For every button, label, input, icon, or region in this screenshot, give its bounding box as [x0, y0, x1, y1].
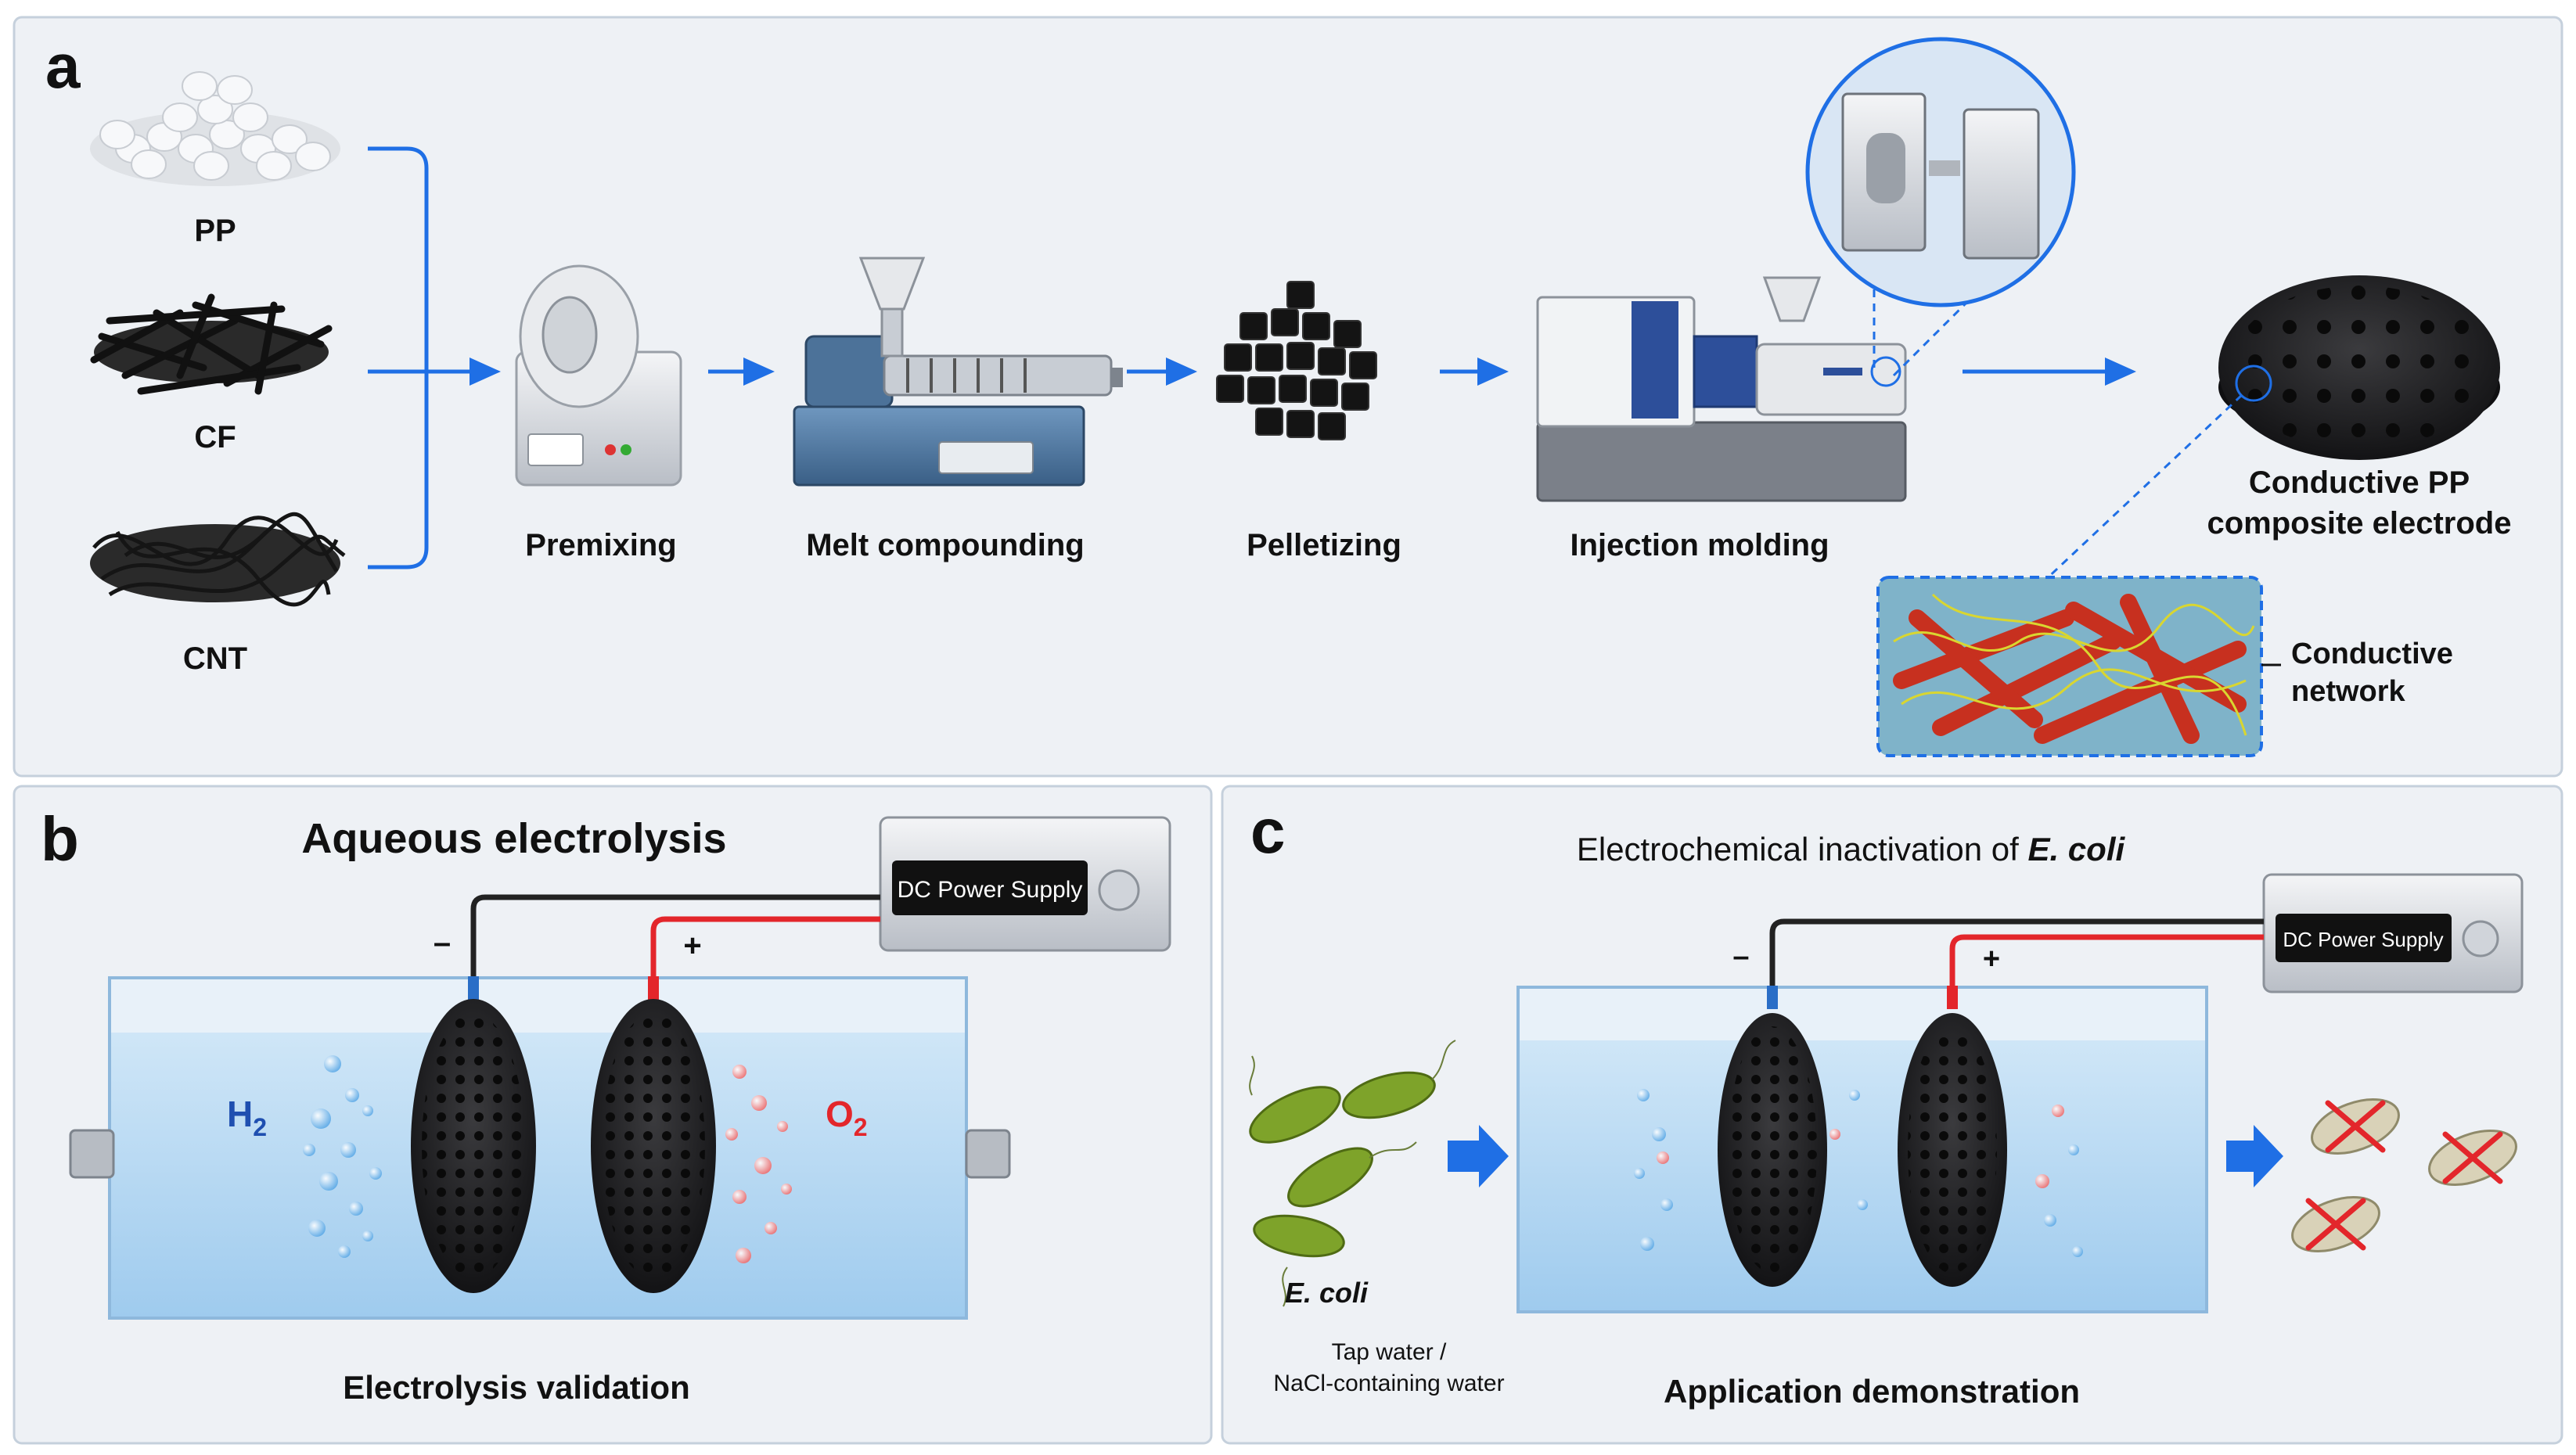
- anode-bubbles-c: [1657, 1105, 2064, 1188]
- panel-c-title: Electrochemical inactivation of E. coli: [1577, 831, 2126, 868]
- input-label-pp: PP: [194, 214, 236, 248]
- product-label-line2: composite electrode: [2207, 506, 2511, 541]
- panel-c-letter: c: [1250, 796, 1286, 866]
- black-pellets-image: [1216, 281, 1377, 440]
- cathode-bubbles-c: [1634, 1089, 1673, 1251]
- power-supply-label-c: DC Power Supply: [2283, 928, 2443, 951]
- arrow-to-product: [2105, 357, 2136, 386]
- arrow-into-tank: [1448, 1125, 1509, 1187]
- panel-c: c Electrochemical inactivation of E. col…: [1221, 785, 2563, 1445]
- step-label-injection-molding: Injection molding: [1570, 528, 1829, 562]
- anode-electrode-b: [591, 976, 716, 1293]
- arrow-to-compounding: [743, 357, 775, 386]
- panel-b-letter: b: [41, 804, 79, 874]
- pp-pellets-image: [90, 71, 340, 186]
- step-label-premixing: Premixing: [525, 528, 676, 562]
- arrow-to-premixing: [470, 357, 501, 386]
- plus-sign-b: +: [683, 929, 701, 963]
- h2-label-main: H: [227, 1094, 253, 1134]
- panel-b-caption: Electrolysis validation: [343, 1369, 690, 1406]
- cnt-tangle-image: [90, 512, 346, 607]
- mold-zoom-image: [1805, 37, 2076, 387]
- extruder-image: [793, 257, 1123, 487]
- h2-label: H2: [227, 1094, 267, 1141]
- minus-sign-b: –: [434, 925, 451, 960]
- anode-electrode-c: [1898, 986, 2007, 1287]
- arrow-to-injection: [1477, 357, 1509, 386]
- minus-sign-c: –: [1732, 940, 1749, 973]
- panel-c-title-italic: E. coli: [2027, 831, 2125, 868]
- water-label-line1: Tap water /: [1332, 1339, 1447, 1365]
- panel-b-title: Aqueous electrolysis: [301, 815, 726, 862]
- e-coli-bacteria-image: [1249, 1040, 1456, 1307]
- plus-sign-c: +: [1983, 943, 2000, 975]
- electrode-disk-image: [2218, 275, 2500, 460]
- conductive-network-image: [1876, 393, 2263, 757]
- network-label-line2: network: [2291, 675, 2406, 708]
- input-label-cf: CF: [194, 420, 236, 454]
- panel-c-caption: Application demonstration: [1664, 1373, 2080, 1410]
- inactivated-bacteria-image: [2291, 1098, 2517, 1252]
- cathode-electrode-b: [411, 976, 536, 1293]
- o2-label-sub: 2: [854, 1113, 868, 1141]
- o2-label-main: O: [826, 1094, 854, 1134]
- h2-bubbles: [303, 1055, 382, 1258]
- panel-c-title-prefix: Electrochemical inactivation of: [1577, 831, 2028, 868]
- electrolysis-tank-b: [69, 976, 1011, 1320]
- h2-label-sub: 2: [253, 1113, 267, 1141]
- panel-a: a PP CF: [13, 16, 2563, 778]
- o2-label: O2: [826, 1094, 868, 1141]
- arrow-out-of-tank: [2226, 1125, 2283, 1187]
- dc-power-supply-b: [879, 816, 1171, 952]
- panel-b: b Aqueous electrolysis DC Power Supply –…: [13, 785, 1213, 1445]
- product-label-line1: Conductive PP: [2249, 465, 2470, 500]
- e-coli-label: E. coli: [1285, 1277, 1369, 1309]
- water-label-line2: NaCl-containing water: [1273, 1371, 1504, 1396]
- injection-molding-machine-image: [1536, 276, 1907, 502]
- cathode-electrode-c: [1718, 986, 1827, 1287]
- dc-power-supply-c: [2262, 873, 2524, 993]
- arrow-to-pelletizing: [1166, 357, 1197, 386]
- input-label-cnt: CNT: [183, 641, 247, 676]
- anode-bubbles-blue-c: [1849, 1090, 2083, 1257]
- cf-fibers-image: [90, 293, 333, 395]
- network-label-line1: Conductive: [2291, 638, 2453, 670]
- o2-bubbles: [725, 1065, 792, 1263]
- treatment-tank-c: [1516, 986, 2208, 1313]
- power-supply-label-b: DC Power Supply: [898, 877, 1083, 903]
- panel-a-letter: a: [45, 31, 81, 101]
- step-label-pelletizing: Pelletizing: [1247, 528, 1401, 562]
- step-label-melt-compounding: Melt compounding: [806, 528, 1085, 562]
- premixer-image: [515, 264, 682, 487]
